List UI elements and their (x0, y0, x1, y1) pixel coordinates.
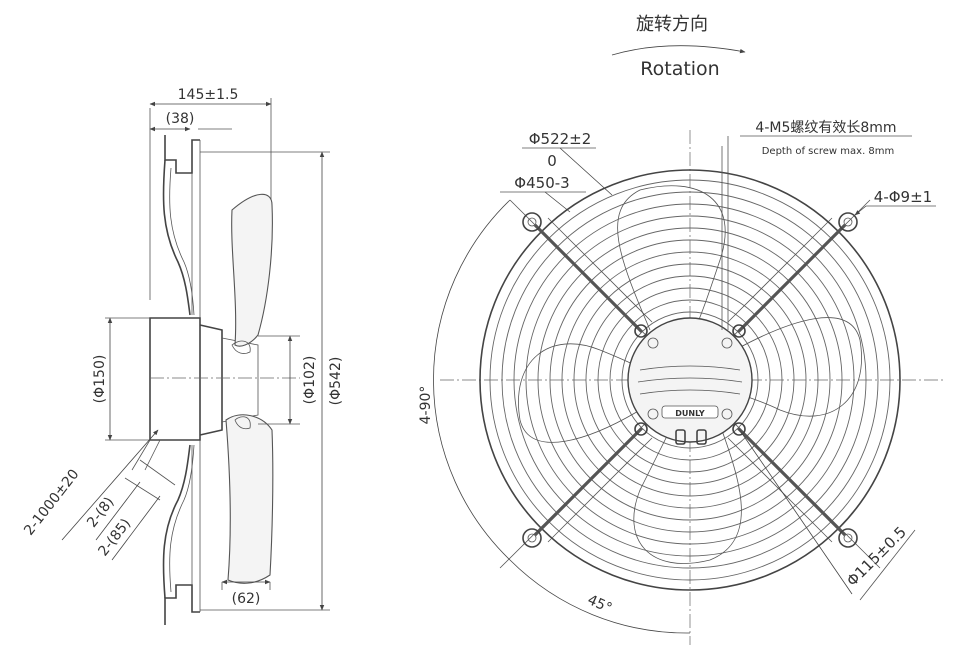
dim-cable-size-1: 2-(8) (84, 494, 117, 530)
motor-body (149, 317, 201, 441)
motor-hub (221, 337, 259, 423)
cable-outlet-2 (696, 429, 707, 445)
angle-arc-90 (433, 199, 511, 561)
hub-bolt-tl (634, 324, 648, 338)
dim-guard-tol: 0 (547, 152, 557, 170)
rotation-label-en: Rotation (640, 58, 719, 80)
front-blades (518, 185, 862, 564)
front-view: DUNLY Φ522±2 0 Φ450-3 4-M5螺纹有效长8mm Depth… (418, 120, 945, 645)
guard-outer-ring (479, 169, 901, 591)
support-bars (533, 217, 847, 543)
rotation-label-zh: 旋转方向 (636, 14, 708, 35)
side-shroud-bottom (162, 444, 191, 599)
fan-guard (479, 169, 901, 591)
mount-hole-tr (838, 212, 858, 232)
mount-hole-bl (522, 528, 542, 548)
screw-note: 4-M5螺纹有效长8mm (755, 120, 896, 136)
logo-plate (661, 405, 719, 419)
mounting-holes (522, 212, 858, 548)
hub-bolt-br (732, 422, 746, 436)
hub-bolt-tr (732, 324, 746, 338)
dim-hub-diameter: (Φ150) (92, 355, 108, 404)
side-view: 145±1.5 (38) (Φ150) (21, 87, 344, 625)
rotation-arrow (611, 45, 746, 56)
dim-ring-diameter: Φ450-3 (514, 174, 569, 192)
dim-guard-diameter: Φ522±2 (529, 130, 592, 148)
cable-outlet-1 (675, 429, 686, 445)
dim-holes: 4-Φ9±1 (874, 188, 932, 206)
mount-hole-br (838, 528, 858, 548)
logo-text: DUNLY (675, 409, 705, 418)
dim-depth-total: 145±1.5 (178, 87, 239, 103)
hub-bolt-bl (634, 422, 648, 436)
side-blade-top (231, 193, 273, 347)
dim-outer-diameter: (Φ542) (328, 357, 344, 406)
dim-bolt-circle: Φ115±0.5 (843, 523, 910, 590)
angle-arc-45 (509, 559, 691, 634)
dim-hole-angle: 4-90° (418, 386, 434, 425)
screw-note-sub: Depth of screw max. 8mm (762, 146, 895, 157)
dim-blade-width: (62) (232, 591, 261, 607)
dim-shaft-diameter: (Φ102) (302, 356, 318, 405)
motor-hub-front: DUNLY (627, 317, 753, 445)
mount-hole-tl (522, 212, 542, 232)
side-shroud-top (162, 159, 191, 316)
rotation-indicator: 旋转方向 Rotation (611, 14, 746, 80)
cable-gland (124, 439, 176, 501)
dim-cable-length: 2-1000±20 (21, 466, 82, 538)
side-blade-bottom (225, 414, 274, 584)
dim-flange-depth: (38) (166, 111, 195, 127)
